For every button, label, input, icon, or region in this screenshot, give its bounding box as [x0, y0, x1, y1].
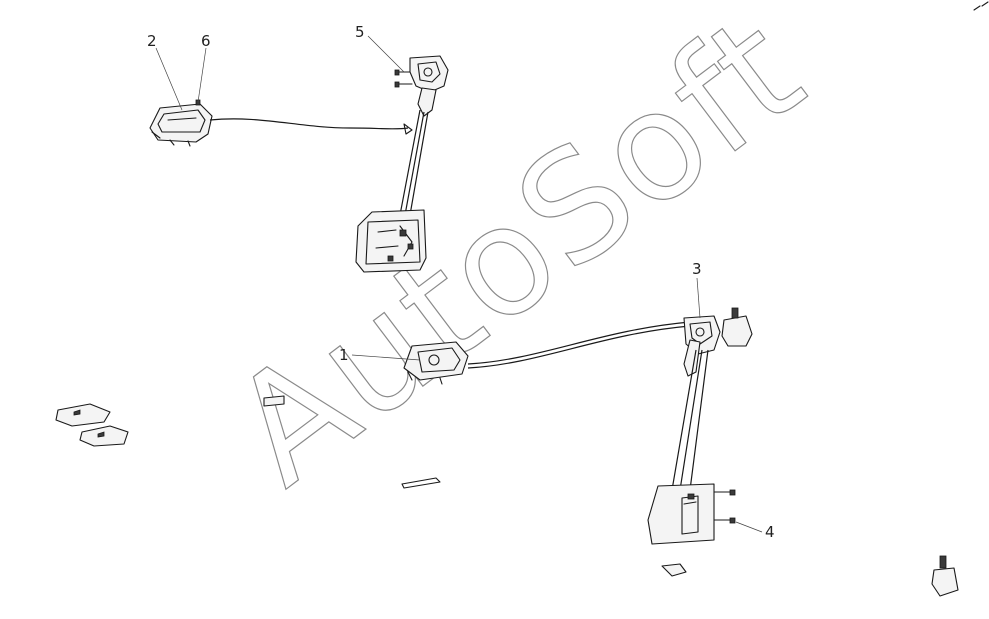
door-latch-icon: [683, 315, 721, 377]
callout-2: 2: [147, 32, 157, 50]
cable-icon: [467, 321, 691, 365]
lock-actuator-icon: [931, 555, 959, 597]
door-handle-assembly-icon: [403, 341, 469, 385]
watermark: AutoSoft: [201, 0, 834, 519]
door-handle-assembly-icon: [149, 99, 213, 147]
callout-4: 4: [765, 523, 775, 541]
callout-1: 1: [339, 346, 349, 364]
door-trim-panel-icon: [647, 483, 736, 545]
clip-icon: [973, 1, 989, 11]
callout-6: 6: [201, 32, 211, 50]
clip-icon: [661, 563, 687, 577]
lock-actuator-icon: [721, 307, 753, 347]
clip-icon: [55, 403, 111, 427]
cable-icon: [209, 118, 409, 130]
clip-icon: [79, 425, 129, 447]
watermark-text: AutoSoft: [202, 0, 834, 519]
clip-icon: [401, 477, 441, 489]
callout-3: 3: [692, 260, 702, 278]
clip-icon: [263, 395, 285, 407]
door-latch-icon: [394, 55, 449, 117]
callout-5: 5: [355, 23, 365, 41]
door-trim-panel-icon: [355, 209, 427, 273]
